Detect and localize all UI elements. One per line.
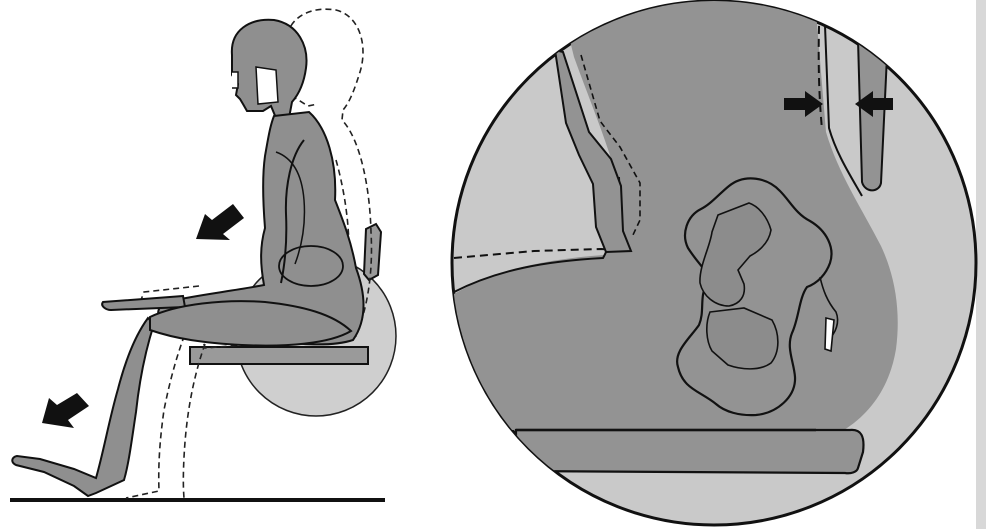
paper-edge <box>976 0 986 529</box>
pelvis-detail-panel <box>452 0 976 525</box>
seat-pan <box>190 347 368 364</box>
arrow-up-left-icon <box>196 204 244 240</box>
arrow-up-left-icon <box>42 393 89 428</box>
backrest-pad <box>364 224 381 280</box>
forward-lean-arrow <box>196 204 244 240</box>
seat-base <box>516 430 863 473</box>
leg-movement-arrow <box>42 393 89 428</box>
forearm-hand <box>102 296 185 310</box>
ear-mark <box>256 67 278 104</box>
face-window <box>232 72 238 88</box>
posture-comparison-panel <box>10 9 396 500</box>
